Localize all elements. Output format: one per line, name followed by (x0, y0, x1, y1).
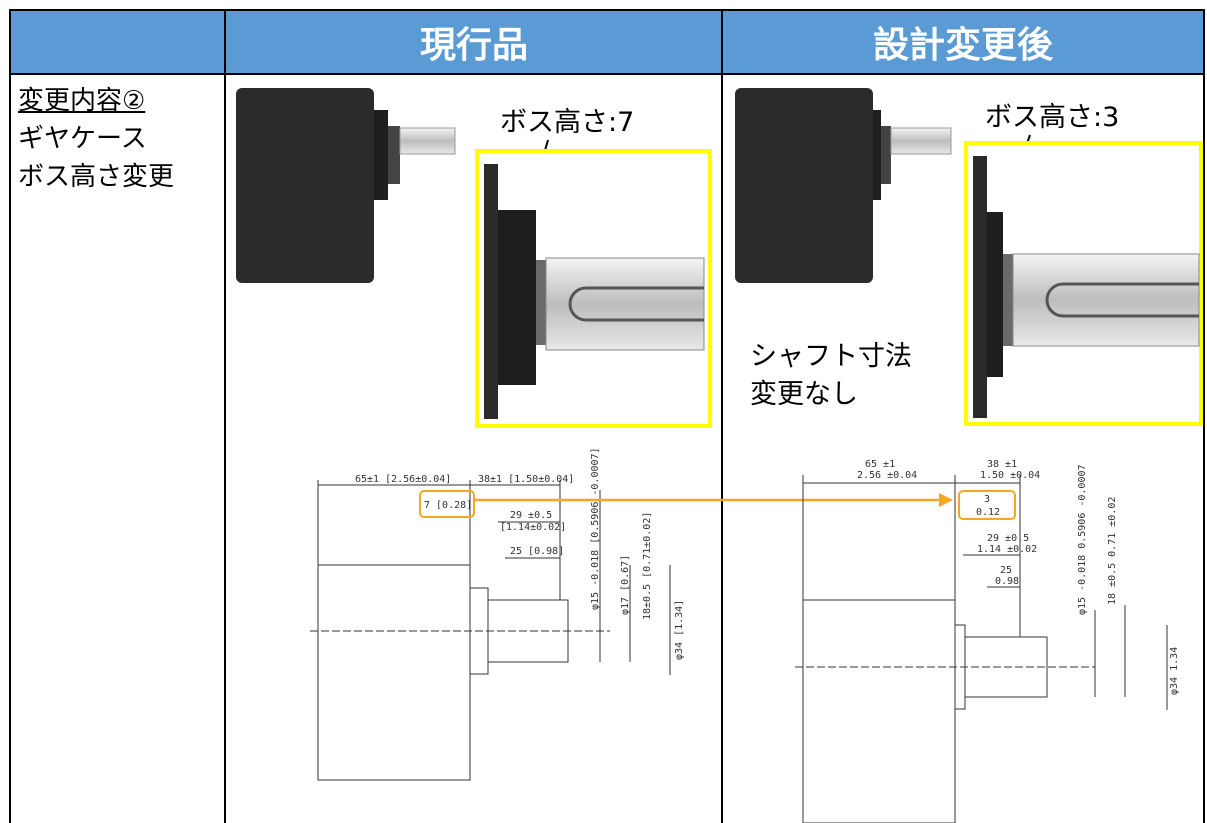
shaft-unchanged-note: シャフト寸法 変更なし (750, 338, 912, 414)
new-zoom-box (964, 141, 1203, 426)
change-description: 変更内容② ギヤケース ボス高さ変更 (18, 82, 174, 196)
new-dim-shaft-a: 38 ±1 (987, 459, 1017, 470)
current-boss-dim-box (419, 490, 475, 518)
new-boss-dim-box (958, 490, 1016, 520)
shaft-note-line1: シャフト寸法 (750, 341, 912, 372)
svg-text:3: 3 (984, 494, 990, 505)
cur-dim-shaft: 38±1 [1.50±0.04] (478, 474, 574, 485)
header-bottom-border (9, 73, 1205, 75)
new-dim-dia34: φ34 1.34 (1169, 647, 1180, 695)
new-technical-drawing: 65 ±1 2.56 ±0.04 38 ±1 1.50 ±0.04 29 ±0.… (795, 459, 1180, 823)
cur-dim-dia17: φ17 [0.67] (620, 555, 631, 615)
current-technical-drawing: 65±1 [2.56±0.04] 38±1 [1.50±0.04] 29 ±0.… (310, 447, 685, 781)
new-dim-29-b: 1.14 ±0.02 (977, 544, 1037, 555)
new-boss-dim-text: 3 0.12 (976, 494, 1000, 518)
table-left-border (9, 9, 11, 823)
change-title: 変更内容② (18, 86, 146, 116)
current-boss-dim-text: 7 [0.28] (424, 500, 472, 511)
cur-dim-dia15: φ15 -0.018 [0.5906 -0.0007] (590, 447, 601, 610)
cur-dim-18: 18±0.5 [0.71±0.02] (642, 512, 653, 620)
header-new: 設計変更後 (723, 10, 1203, 74)
new-dim-overall-b: 2.56 ±0.04 (857, 470, 917, 481)
new-dim-25-b: 0.98 (995, 576, 1019, 587)
cur-dim-overall: 65±1 [2.56±0.04] (355, 474, 451, 485)
table-right-border (1203, 9, 1205, 823)
column-divider-1 (224, 9, 226, 823)
svg-text:7 [0.28]: 7 [0.28] (424, 500, 472, 511)
table-top-border (9, 9, 1205, 11)
new-dim-25-a: 25 (1000, 565, 1012, 576)
new-dim-29-a: 29 ±0.5 (987, 533, 1029, 544)
svg-text:0.12: 0.12 (976, 507, 1000, 518)
cur-dim-29: 29 ±0.5 (510, 510, 552, 521)
new-boss-callout: ボス高さ:3 (985, 102, 1120, 133)
current-zoom-box (475, 149, 712, 428)
new-dim-shaft-b: 1.50 ±0.04 (980, 470, 1040, 481)
change-line1: ギヤケース (18, 124, 147, 154)
cur-dim-29b: [1.14±0.02] (500, 522, 566, 533)
current-boss-callout: ボス高さ:7 (500, 107, 635, 138)
cur-dim-dia34: φ34 [1.34] (674, 600, 685, 660)
new-dim-dia15: φ15 -0.018 0.5906 -0.0007 (1077, 464, 1088, 615)
change-line2: ボス高さ変更 (18, 162, 175, 192)
comparison-arrow (475, 493, 953, 507)
cur-dim-25: 25 [0.98] (510, 546, 564, 557)
new-motor-render (735, 88, 952, 283)
header-current: 現行品 (226, 10, 722, 74)
header-empty-cell (10, 10, 225, 74)
shaft-note-line2: 変更なし (750, 379, 858, 410)
column-divider-2 (721, 9, 723, 823)
new-dim-overall-a: 65 ±1 (865, 459, 895, 470)
current-motor-render (236, 88, 456, 283)
new-dim-18: 18 ±0.5 0.71 ±0.02 (1107, 497, 1118, 605)
